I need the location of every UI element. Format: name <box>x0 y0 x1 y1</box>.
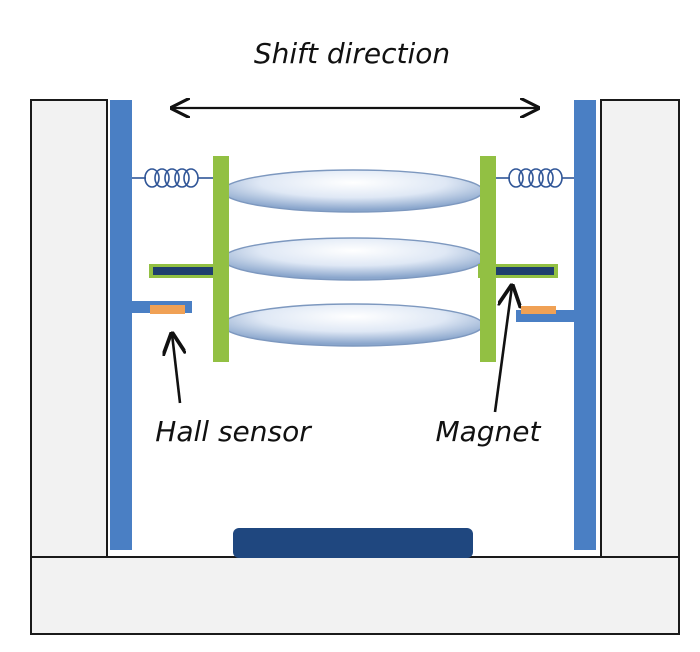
lens-stack <box>222 169 484 347</box>
right-housing-wall <box>600 99 680 559</box>
left-blue-frame <box>110 100 192 550</box>
left-spring-icon <box>132 168 214 188</box>
left-holder <box>149 156 229 362</box>
hall-sensor-pointer-arrow <box>172 334 180 404</box>
right-spring-icon <box>496 168 574 188</box>
right-blue-wall <box>574 100 596 550</box>
left-blue-wall <box>110 100 132 550</box>
left-magnet <box>153 267 213 275</box>
lens-icon <box>222 237 484 281</box>
lens-icon <box>222 169 484 213</box>
hall-sensor-element <box>150 305 185 314</box>
right-green-holder <box>480 156 496 362</box>
image-sensor-block <box>233 528 473 558</box>
shift-direction-label: Shift direction <box>254 37 450 70</box>
magnet-label: Magnet <box>435 415 541 448</box>
hall-sensor-label: Hall sensor <box>155 415 312 448</box>
right-blue-frame <box>516 100 596 550</box>
right-sensor-element <box>521 306 556 314</box>
magnet-pointer-arrow <box>493 286 512 413</box>
housing-base <box>30 556 680 635</box>
right-magnet <box>494 267 554 275</box>
left-green-holder <box>213 156 229 362</box>
right-holder <box>478 156 558 362</box>
left-housing-wall <box>30 99 108 559</box>
lens-icon <box>222 303 484 347</box>
